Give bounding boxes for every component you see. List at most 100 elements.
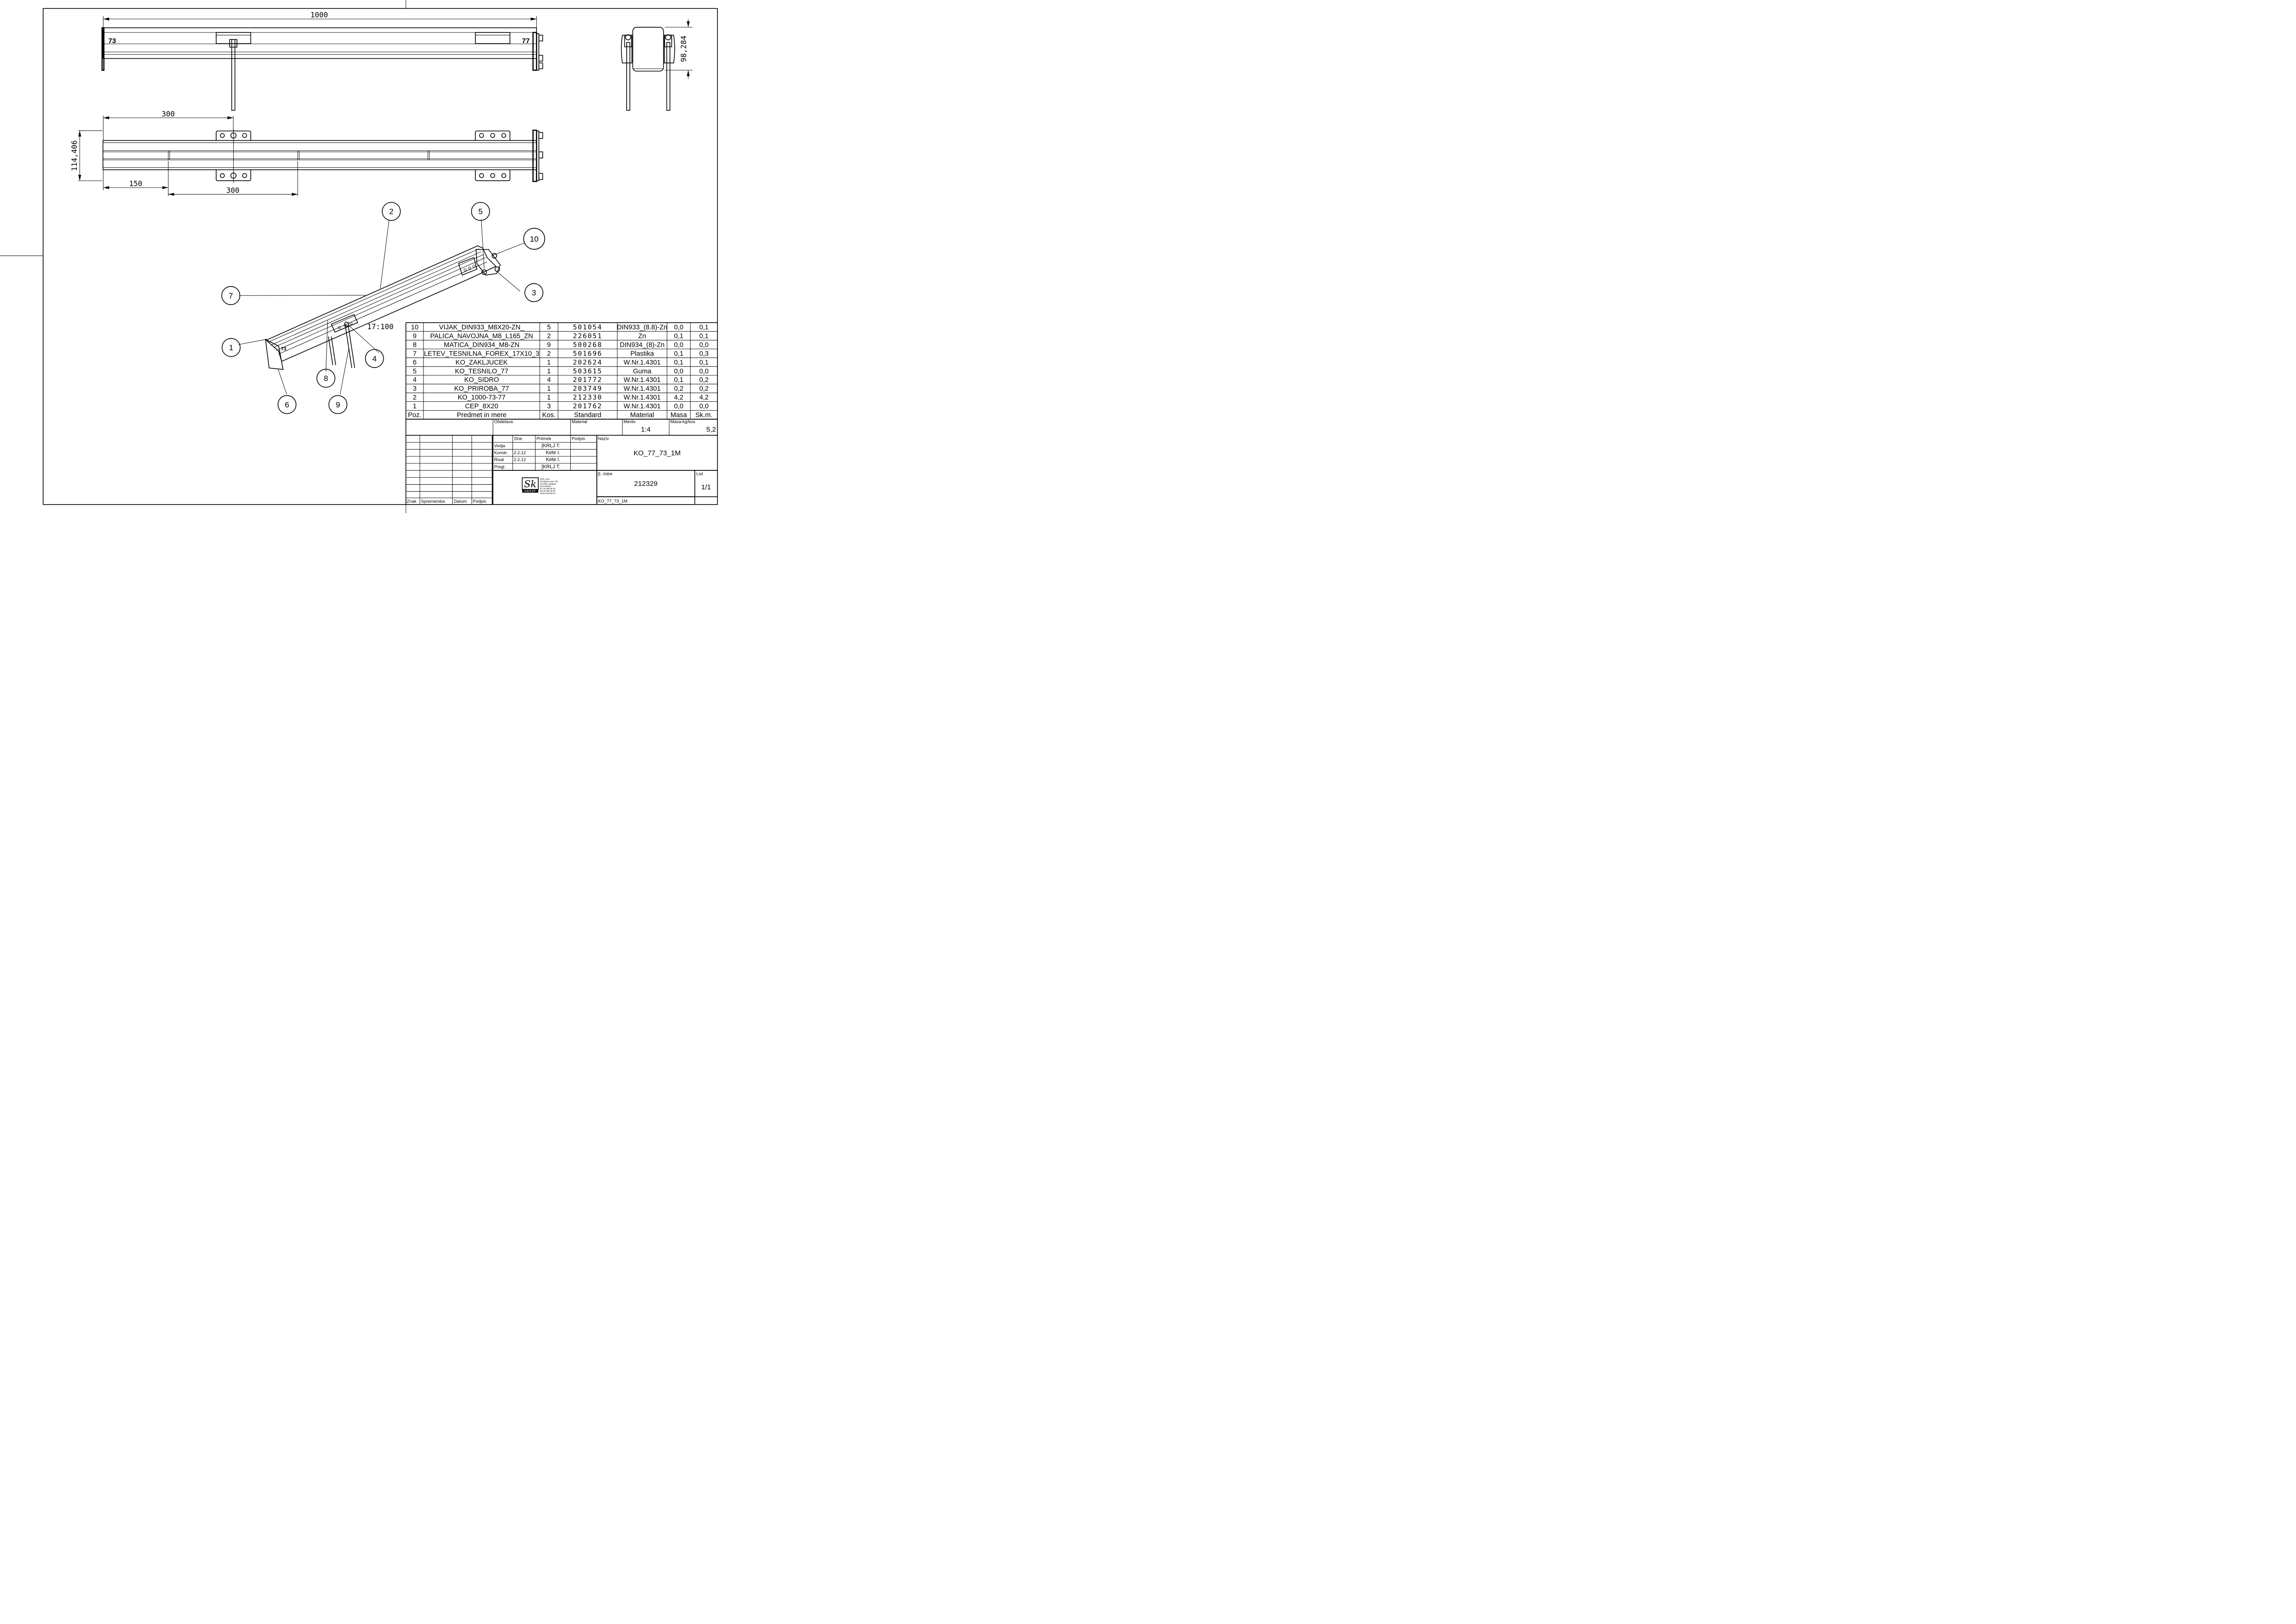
svg-text:1: 1 [229,344,233,352]
approval-date: 2.2.12 [514,457,526,462]
bom-cell-masa: 0,0 [674,341,683,349]
bom-cell-skm: 4,2 [699,394,709,401]
bom-cell-kos: 3 [547,403,551,410]
bom-cell-skm: 0,2 [699,376,709,384]
bom-cell-poz: 10 [411,324,418,331]
bom-cell-skm: 0,0 [699,403,709,410]
company-line: Dunajska cesta 106 [540,481,558,483]
balloon-9: 9 [328,395,348,414]
bom-cell-mat: Plastika [630,350,654,357]
svg-text:2: 2 [389,207,393,216]
balloon-10: 10 [523,228,545,250]
sheet-frame [0,0,718,513]
bom-cell-name: KO_TESNILO_77 [455,368,508,375]
bom-cell-std: 500268 [573,341,603,349]
balloon-1: 1 [221,338,241,357]
bom-cell-masa: 4,2 [674,394,683,401]
svg-text:Sk: Sk [524,478,536,489]
company-line: www.sk-group.eu [540,492,556,494]
list-label: List [696,472,703,477]
svg-text:9: 9 [336,400,340,409]
podpis-label: Podpis [572,437,585,442]
bom-cell-name: MATICA_DIN934_M8-ZN [444,341,519,349]
bom-cell-poz: 6 [413,359,417,366]
bom-cell-masa: 0,2 [674,385,683,393]
bom-cell-std: 501696 [573,350,603,357]
priimek-label: Priimek [536,437,551,442]
svg-text:3: 3 [532,288,536,297]
bom-cell-kos: 1 [547,394,551,401]
approval-name: [KRLJ T. [541,464,560,469]
bom-cell-masa: Masa [671,412,687,419]
approval-name: [KRLJ T. [541,443,560,449]
iso-profile-mark: 73 [281,346,286,352]
bom-cell-masa: 0,1 [674,332,683,340]
bom-cell-name: VIJAK_DIN933_M8X20-ZN_ [439,324,525,331]
approval-role: Konstr. [494,450,508,456]
balloon-4: 4 [365,349,384,368]
bom-cell-kos: 4 [547,376,551,384]
znak-label: Znak [407,499,417,504]
dim-offset-300-bottom: 300 [226,186,240,195]
bom-cell-poz: 5 [413,368,417,375]
bom-cell-std: Standard [574,412,601,419]
bom-cell-poz: 9 [413,332,417,340]
svg-text:8: 8 [324,374,328,383]
bom-cell-mat: W.Nr.1.4301 [624,394,661,401]
bom-cell-kos: 2 [547,332,551,340]
bom-cell-name: KO_SIDRO [464,376,499,384]
balloon-5: 5 [471,202,490,221]
datum-label: Datum [454,499,467,504]
bom-cell-mat: Guma [633,368,652,375]
dne-label: Dne [514,437,522,442]
dim-offset-300-top: 300 [162,109,175,118]
approval-role: Risal [494,457,504,462]
bom-cell-kos: 1 [547,368,551,375]
bom-cell-masa: 0,1 [674,359,683,366]
bom-cell-mat: Material [630,412,654,419]
bom-cell-kos: 1 [547,385,551,393]
bom-cell-skm: 0,1 [699,332,709,340]
masa-value: 5,2 [706,425,716,433]
svg-text:7: 7 [229,291,233,300]
bom-cell-mat: Zn [638,332,646,340]
merilo-value: 1:4 [641,425,651,433]
bom-cell-name: CEP_8X20 [465,403,498,410]
dim-width: 114,406 [70,140,79,171]
top-view: 300 [70,109,543,196]
isometric-view: 73 17:100 1 2 [221,202,545,414]
bom-cell-skm: 0,0 [699,341,709,349]
bom-cell-skm: 0,1 [699,324,709,331]
svg-text:10: 10 [530,235,539,244]
bom-cell-poz: Poz. [408,412,422,419]
dim-length-top: 1000 [311,10,328,19]
side-view: 98,284 [621,19,693,111]
balloon-2: 2 [382,202,401,221]
bom-cell-mat: DIN933_(8.8)-Zn [617,324,667,331]
company-line: SLOVENIJA [540,485,551,487]
profile-mark-left: 73 [108,37,116,45]
technical-drawing: 1000 73 77 [0,0,718,513]
bom-cell-kos: Kos. [542,412,555,419]
bom-cell-masa: 0,0 [674,368,683,375]
bom-cell-poz: 2 [413,394,417,401]
bom-cell-skm: 0,2 [699,385,709,393]
bom-cell-name: KO_ZAKLJUCEK [455,359,508,366]
bom-cell-mat: W.Nr.1.4301 [624,359,661,366]
dim-offset-150: 150 [129,179,143,188]
bom-cell-std: 501054 [573,324,603,331]
risba-label: [t. risbe [598,472,612,477]
bom-cell-skm: Sk.m. [695,412,712,419]
bom-cell-poz: 1 [413,403,417,410]
approval-date: 2.2.12 [514,450,526,456]
bom-cell-poz: 8 [413,341,417,349]
masa-label: Masa-kg/kos [671,419,696,425]
company-line: SI-1000 Ljubljana [540,483,556,485]
svg-text:GROUP: GROUP [524,490,536,493]
balloon-8: 8 [316,369,336,388]
bom-cell-name: PALICA_NAVOJNA_M8_L165_ZN [430,332,533,340]
bom-cell-kos: 2 [547,350,551,357]
material-label: Material [572,419,587,425]
